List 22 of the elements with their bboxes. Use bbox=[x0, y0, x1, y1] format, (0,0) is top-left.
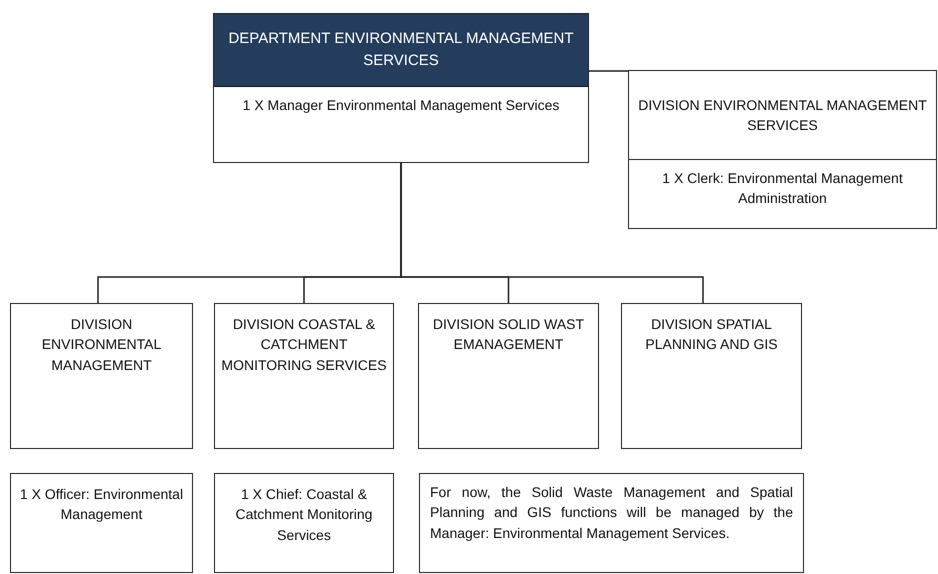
division-box bbox=[10, 303, 193, 449]
position-box bbox=[214, 473, 394, 573]
division-title: DIVISION SPATIAL PLANNING AND GIS bbox=[644, 315, 779, 354]
note-box bbox=[419, 473, 804, 573]
division-title: DIVISION COASTAL & CATCHMENT MONITORING SERVICES bbox=[221, 315, 387, 375]
connector-line bbox=[400, 163, 704, 303]
position-text: 1 X Manager Environmental Management Services bbox=[242, 96, 560, 115]
position-text: 1 X Officer: Environmental Management bbox=[18, 485, 184, 524]
division-title: DIVISION SOLID WAST EMANAGEMENT bbox=[432, 315, 586, 354]
division-title: DIVISION ENVIRONMENTAL MANAGEMENT bbox=[40, 315, 162, 375]
position-text: 1 X Clerk: Environmental Management Administration bbox=[661, 169, 904, 208]
connector-line bbox=[589, 70, 628, 72]
department-box bbox=[213, 13, 589, 163]
position-text: 1 X Chief: Coastal & Catchment Monitoring Services bbox=[234, 485, 374, 545]
note-text: For now, the Solid Waste Management and Spatial Planning and GIS functions will be managed by the Manager: Environmental Management Services. bbox=[430, 483, 793, 543]
division-box bbox=[214, 303, 394, 449]
position-box bbox=[10, 473, 193, 573]
division-title: DIVISION ENVIRONMENTAL MANAGEMENT SERVICES bbox=[637, 96, 928, 135]
division-box bbox=[621, 303, 802, 449]
division-box bbox=[628, 70, 937, 229]
division-box bbox=[418, 303, 599, 449]
department-title: DEPARTMENT ENVIRONMENTAL MANAGEMENT SERVICES bbox=[227, 29, 575, 71]
